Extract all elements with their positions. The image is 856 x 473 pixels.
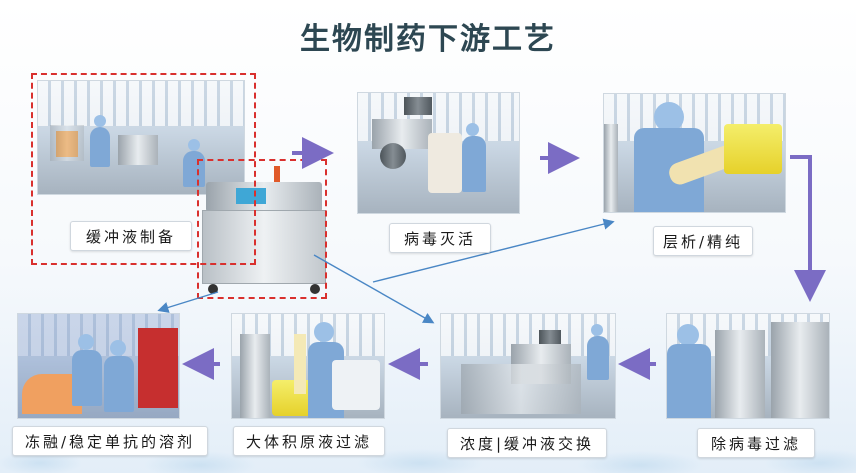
highlight-box-buffer-machine bbox=[197, 159, 327, 299]
connector-machine-to-freeze bbox=[157, 291, 219, 313]
step-label-chromatography: 层析/精纯 bbox=[653, 226, 753, 256]
step-label-bulk-filtration: 大体积原液过滤 bbox=[233, 426, 385, 456]
photo-virus-inactivation bbox=[357, 92, 520, 214]
step-label-virus-filtration: 除病毒过滤 bbox=[697, 428, 815, 458]
connector-machine-to-exchange bbox=[313, 254, 435, 324]
step-label-freeze-thaw: 冻融/稳定单抗的溶剂 bbox=[12, 426, 208, 456]
step-label-virus-inactivation: 病毒灭活 bbox=[389, 223, 491, 253]
step-label-buffer-exchange: 浓度|缓冲液交换 bbox=[447, 428, 607, 458]
photo-virus-filtration bbox=[666, 313, 830, 419]
photo-bulk-filtration bbox=[231, 313, 385, 419]
page-title: 生物制药下游工艺 bbox=[300, 22, 556, 57]
connector-machine-to-chromatography bbox=[372, 218, 615, 283]
arrow-chromatography-to-filtration bbox=[790, 155, 826, 302]
photo-chromatography bbox=[603, 93, 786, 213]
photo-buffer-prep bbox=[37, 80, 245, 195]
step-label-buffer-prep: 缓冲液制备 bbox=[70, 221, 192, 251]
photo-buffer-exchange bbox=[440, 313, 616, 419]
highlight-box-buffer-prep bbox=[31, 73, 256, 265]
photo-freeze-thaw bbox=[17, 313, 180, 419]
